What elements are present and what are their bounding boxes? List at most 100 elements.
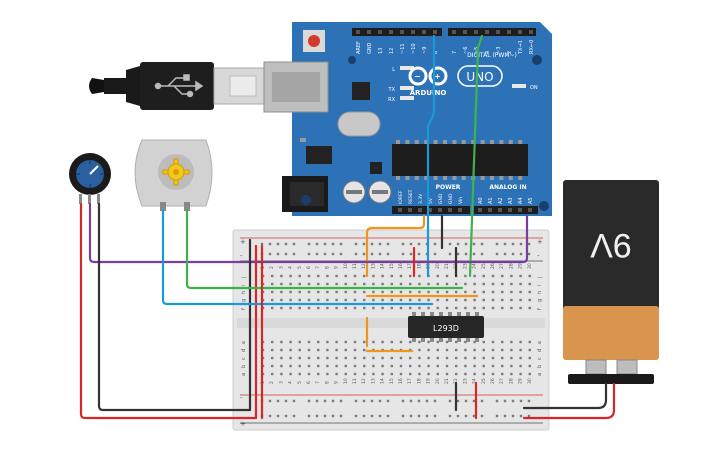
usb-symbol-icon — [154, 74, 204, 98]
column-label: 5 — [297, 381, 303, 384]
row-label: g — [537, 299, 543, 302]
analog-pin-label: A5 — [528, 197, 534, 204]
digital-pin-label: GND — [367, 42, 373, 54]
column-label: 12 — [361, 263, 367, 269]
wires — [79, 34, 616, 420]
column-label: 10 — [343, 378, 349, 384]
wire-red-pot — [79, 202, 258, 420]
breadboard-center-channel — [237, 318, 545, 328]
column-label: 16 — [398, 263, 404, 269]
row-label: h — [537, 291, 543, 294]
wire-green-digital — [468, 34, 484, 278]
digital-pin-label: ~6 — [463, 47, 469, 54]
column-label: 26 — [490, 378, 496, 384]
column-label: 24 — [472, 378, 478, 384]
column-label: 7 — [315, 266, 321, 269]
column-label: 26 — [490, 263, 496, 269]
knob-indicator-icon — [89, 165, 99, 175]
power-pin-label: 3.3V — [418, 193, 424, 204]
digital-pin-label: 4 — [485, 51, 491, 54]
dc-motor[interactable] — [134, 139, 213, 211]
chip-label: L293D — [433, 324, 459, 333]
column-label: 9 — [334, 266, 340, 269]
rail-plus-label-bottom: + — [240, 420, 246, 428]
column-label: 8 — [324, 381, 330, 384]
column-label: 21 — [444, 378, 450, 384]
column-label: 14 — [380, 378, 386, 384]
led-l — [400, 66, 414, 70]
arduino-logo-icon — [408, 66, 448, 86]
analog-pin-label: A1 — [488, 197, 494, 204]
digital-pin-label: ~11 — [400, 43, 406, 54]
knob-ridge-icon — [76, 160, 104, 188]
digital-pin-label: RX←0 — [529, 40, 535, 54]
row-label: g — [241, 299, 247, 302]
column-label: 28 — [508, 263, 514, 269]
row-label: c — [537, 357, 543, 360]
column-label: 13 — [370, 378, 376, 384]
column-label: 6 — [306, 381, 312, 384]
analog-pin-label: A3 — [508, 197, 514, 204]
digital-header-left — [352, 28, 442, 36]
column-label: 4 — [288, 266, 294, 269]
digital-pin-label: ~9 — [422, 47, 428, 54]
led-tx — [400, 86, 414, 90]
digital-header-right — [448, 28, 536, 36]
column-label: 25 — [481, 263, 487, 269]
rail-minus-label-right: - — [537, 252, 540, 260]
digital-pin-label: AREF — [356, 41, 362, 54]
wire-blue-motor — [161, 209, 434, 306]
column-label: 8 — [324, 266, 330, 269]
digital-pin-label: 8 — [433, 51, 439, 54]
row-label: e — [241, 341, 247, 344]
column-label: 7 — [315, 381, 321, 384]
column-label: 21 — [444, 263, 450, 269]
rail-minus-label: - — [240, 252, 243, 260]
column-label: 27 — [499, 378, 505, 384]
digital-pin-label: 12 — [389, 48, 395, 54]
column-label: 30 — [527, 378, 533, 384]
battery-9v[interactable]: 9V — [563, 180, 659, 384]
wire-purple-analog — [88, 202, 529, 264]
column-label: 12 — [361, 378, 367, 384]
column-label: 15 — [389, 263, 395, 269]
column-label: 20 — [435, 378, 441, 384]
wire-red-battery — [522, 382, 616, 420]
power-pin-label: GND — [448, 193, 454, 204]
battery-label: 9V — [590, 226, 632, 264]
column-label: 5 — [297, 266, 303, 269]
power-pin-label: 5V — [428, 197, 434, 204]
digital-pin-label: 2 — [507, 51, 513, 54]
column-label: 18 — [416, 378, 422, 384]
power-label: POWER — [436, 184, 461, 191]
column-label: 3 — [278, 381, 284, 384]
analog-label: ANALOG IN — [489, 184, 526, 191]
column-label: 17 — [407, 378, 413, 384]
wire-black-battery — [522, 382, 608, 410]
column-label: 11 — [352, 263, 358, 269]
column-label: 20 — [435, 263, 441, 269]
digital-pin-label: 7 — [452, 51, 458, 54]
analog-pin-label: A0 — [478, 197, 484, 204]
column-label: 28 — [508, 378, 514, 384]
column-label: 3 — [278, 266, 284, 269]
column-label: 18 — [416, 263, 422, 269]
power-pin-label: Vin — [458, 197, 464, 204]
column-label: 4 — [288, 381, 294, 384]
row-label: f — [537, 308, 543, 310]
row-label: i — [241, 285, 247, 286]
breadboard: + - + - - + 1122334455667788991010111112… — [232, 229, 550, 431]
analog-pin-label: A4 — [518, 197, 524, 204]
row-label: d — [537, 349, 543, 352]
power-pin-label: RESET — [408, 189, 414, 204]
l293d-chip[interactable]: L293D — [408, 312, 484, 342]
potentiometer[interactable] — [69, 153, 111, 204]
arduino-board: L TX RX ON − + ARDUINO UNO DIGITAL (PWM~… — [263, 22, 552, 216]
digital-header-label: DIGITAL (PWM~) — [467, 52, 517, 59]
logo-minus-icon: − — [414, 72, 421, 81]
row-label: f — [241, 308, 247, 310]
wire-black-pot — [97, 202, 252, 412]
row-label: a — [537, 373, 543, 376]
battery-terminal-neg — [585, 359, 607, 375]
digital-pin-label: TX→1 — [518, 40, 524, 55]
